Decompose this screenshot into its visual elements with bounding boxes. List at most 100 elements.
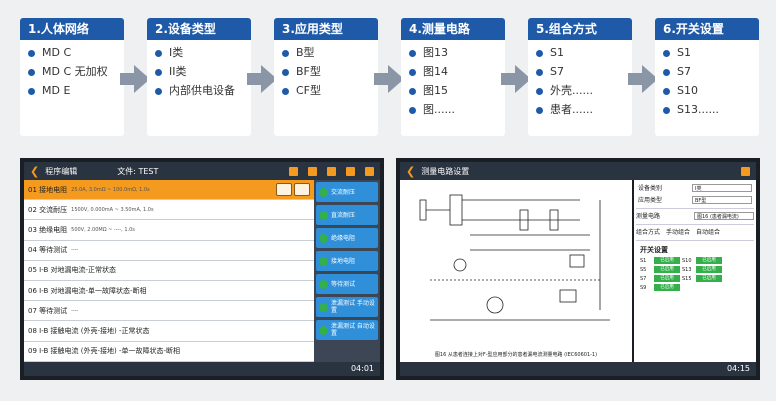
switch-state-badge[interactable]: 已启用 [654, 266, 680, 273]
add-test-button[interactable]: 交流耐压 [316, 182, 378, 202]
test-step-name: 05 I-B 对地漏电流-正常状态 [28, 266, 117, 275]
flow-card-title: 1.人体网络 [20, 18, 124, 40]
test-step-row[interactable]: 06 I-B 对地漏电流-单一故障状态-断相 [24, 281, 314, 302]
switch-state-badge[interactable]: 已启用 [654, 257, 680, 264]
file-icon[interactable] [327, 166, 336, 176]
switch-state-badge[interactable]: 已启用 [654, 284, 680, 291]
test-step-name: 09 I-B 接触电流 (外壳-接地) -单一故障状态-断相 [28, 347, 180, 356]
circuit-caption: 图16 从患者连接上对F-型应用部分的患者漏电流测量电路 (IEC60601-1… [434, 352, 598, 358]
back-icon[interactable]: ❮ [406, 164, 416, 178]
add-arrow-icon [319, 302, 328, 312]
delete-icon[interactable] [289, 166, 298, 176]
flow-card-item: CF型 [282, 84, 378, 98]
test-step-row[interactable]: 05 I-B 对地漏电流-正常状态 [24, 261, 314, 281]
combo-manual-radio[interactable]: 手动组合 [666, 229, 691, 236]
test-step-name: 06 I-B 对地漏电流-单一故障状态-断相 [28, 286, 147, 295]
save-icon[interactable] [741, 166, 750, 176]
add-arrow-icon [319, 210, 328, 220]
device-class-select[interactable]: I类 [692, 183, 752, 192]
switch-state-badge[interactable]: 已启用 [696, 275, 722, 282]
flow-card-item: BF型 [282, 65, 378, 79]
circuit-setup-header: ❮ 测量电路设置 [400, 162, 756, 180]
switch-state-badge[interactable]: 已启用 [654, 275, 680, 282]
combo-label: 组合方式 [636, 229, 661, 236]
add-test-label: 交流耐压 [331, 188, 356, 196]
add-test-label: 泄漏测试 手动设置 [331, 300, 375, 314]
add-arrow-icon [319, 325, 328, 335]
flow-card-item: S7 [663, 65, 759, 79]
combo-auto-radio[interactable]: 自动组合 [696, 229, 721, 236]
delete-row-icon[interactable] [276, 183, 292, 197]
test-type-sidebar: 交流耐压直流耐压绝缘电阻接地电阻等待测试泄漏测试 手动设置泄漏测试 自动设置 [314, 180, 380, 362]
switch-id: S1 [640, 257, 647, 264]
flow-card-item: 内部供电设备 [155, 84, 251, 98]
add-test-label: 等待测试 [331, 280, 356, 288]
circuit-diagram: 图16 从患者连接上对F-型应用部分的患者漏电流测量电路 (IEC60601-1… [400, 180, 632, 362]
test-step-name: 03 绝缘电阻 [28, 225, 68, 234]
switch-id: S7 [640, 275, 647, 282]
flow-card-item: MD C [28, 46, 124, 60]
back-icon[interactable]: ❮ [30, 164, 40, 178]
menu-icon[interactable] [365, 166, 374, 176]
test-step-row[interactable]: 08 I-B 接触电流 (外壳-接地) -正常状态 [24, 321, 314, 342]
test-step-row[interactable]: 09 I-B 接触电流 (外壳-接地) -单一故障状态-断相 [24, 342, 314, 362]
app-type-label: 应用类型 [638, 197, 663, 204]
save-icon[interactable] [308, 166, 317, 176]
flow-card-item: S10 [663, 84, 759, 98]
flow-arrow-icon [374, 65, 404, 93]
add-arrow-icon [319, 279, 328, 289]
test-step-params: 1500V, 0.000mA ~ 3.50mA, 1.0s [71, 206, 154, 213]
test-step-row[interactable]: 04 等待测试---- [24, 241, 314, 261]
circuit-setup-screen: ❮ 测量电路设置 图16 [396, 158, 760, 380]
folder-icon[interactable] [346, 166, 355, 176]
circuit-select[interactable]: 图16 (患者漏电流) [694, 211, 754, 220]
circuit-schematic [419, 194, 610, 321]
add-test-label: 泄漏测试 自动设置 [331, 323, 375, 337]
add-arrow-icon [319, 187, 328, 197]
flow-arrow-icon [120, 65, 150, 93]
test-step-params: 500V, 2.00MΩ ~ ----, 1.0s [71, 226, 135, 233]
flow-card-title: 4.测量电路 [401, 18, 505, 40]
flow-card-title: 5.组合方式 [528, 18, 632, 40]
add-test-button[interactable]: 绝缘电阻 [316, 228, 378, 248]
add-test-button[interactable]: 接地电阻 [316, 251, 378, 271]
flow-card-item: 图13 [409, 46, 505, 60]
flow-card-item: 患者...... [536, 103, 632, 117]
app-type-select[interactable]: BF型 [692, 195, 752, 204]
test-step-params: 25.0A, 3.0mΩ ~ 100.0mΩ, 1.0s [71, 186, 150, 193]
add-test-button[interactable]: 泄漏测试 手动设置 [316, 297, 378, 317]
circuit-label: 测量电路 [636, 213, 661, 220]
test-step-row[interactable]: 07 等待测试---- [24, 301, 314, 322]
add-arrow-icon [319, 233, 328, 243]
flow-card-item: 图14 [409, 65, 505, 79]
flow-card-item: I类 [155, 46, 251, 60]
test-step-name: 07 等待测试 [28, 306, 68, 315]
edit-row-icon[interactable] [294, 183, 310, 197]
add-test-label: 绝缘电阻 [331, 234, 356, 242]
switch-id: S15 [682, 275, 692, 282]
switch-state-badge[interactable]: 已启用 [696, 266, 722, 273]
flow-card-title: 3.应用类型 [274, 18, 378, 40]
flow-card-item: II类 [155, 65, 251, 79]
flow-card-item: S7 [536, 65, 632, 79]
flow-card-item: S1 [663, 46, 759, 60]
flow-arrow-icon [628, 65, 658, 93]
switch-state-badge[interactable]: 已启用 [696, 257, 722, 264]
switch-id: S10 [682, 257, 692, 264]
screen-title: 测量电路设置 [421, 166, 470, 176]
add-test-button[interactable]: 泄漏测试 自动设置 [316, 320, 378, 340]
test-step-name: 01 接地电阻 [28, 185, 68, 194]
add-test-button[interactable]: 等待测试 [316, 274, 378, 294]
flow-arrow-icon [247, 65, 277, 93]
add-test-button[interactable]: 直流耐压 [316, 205, 378, 225]
